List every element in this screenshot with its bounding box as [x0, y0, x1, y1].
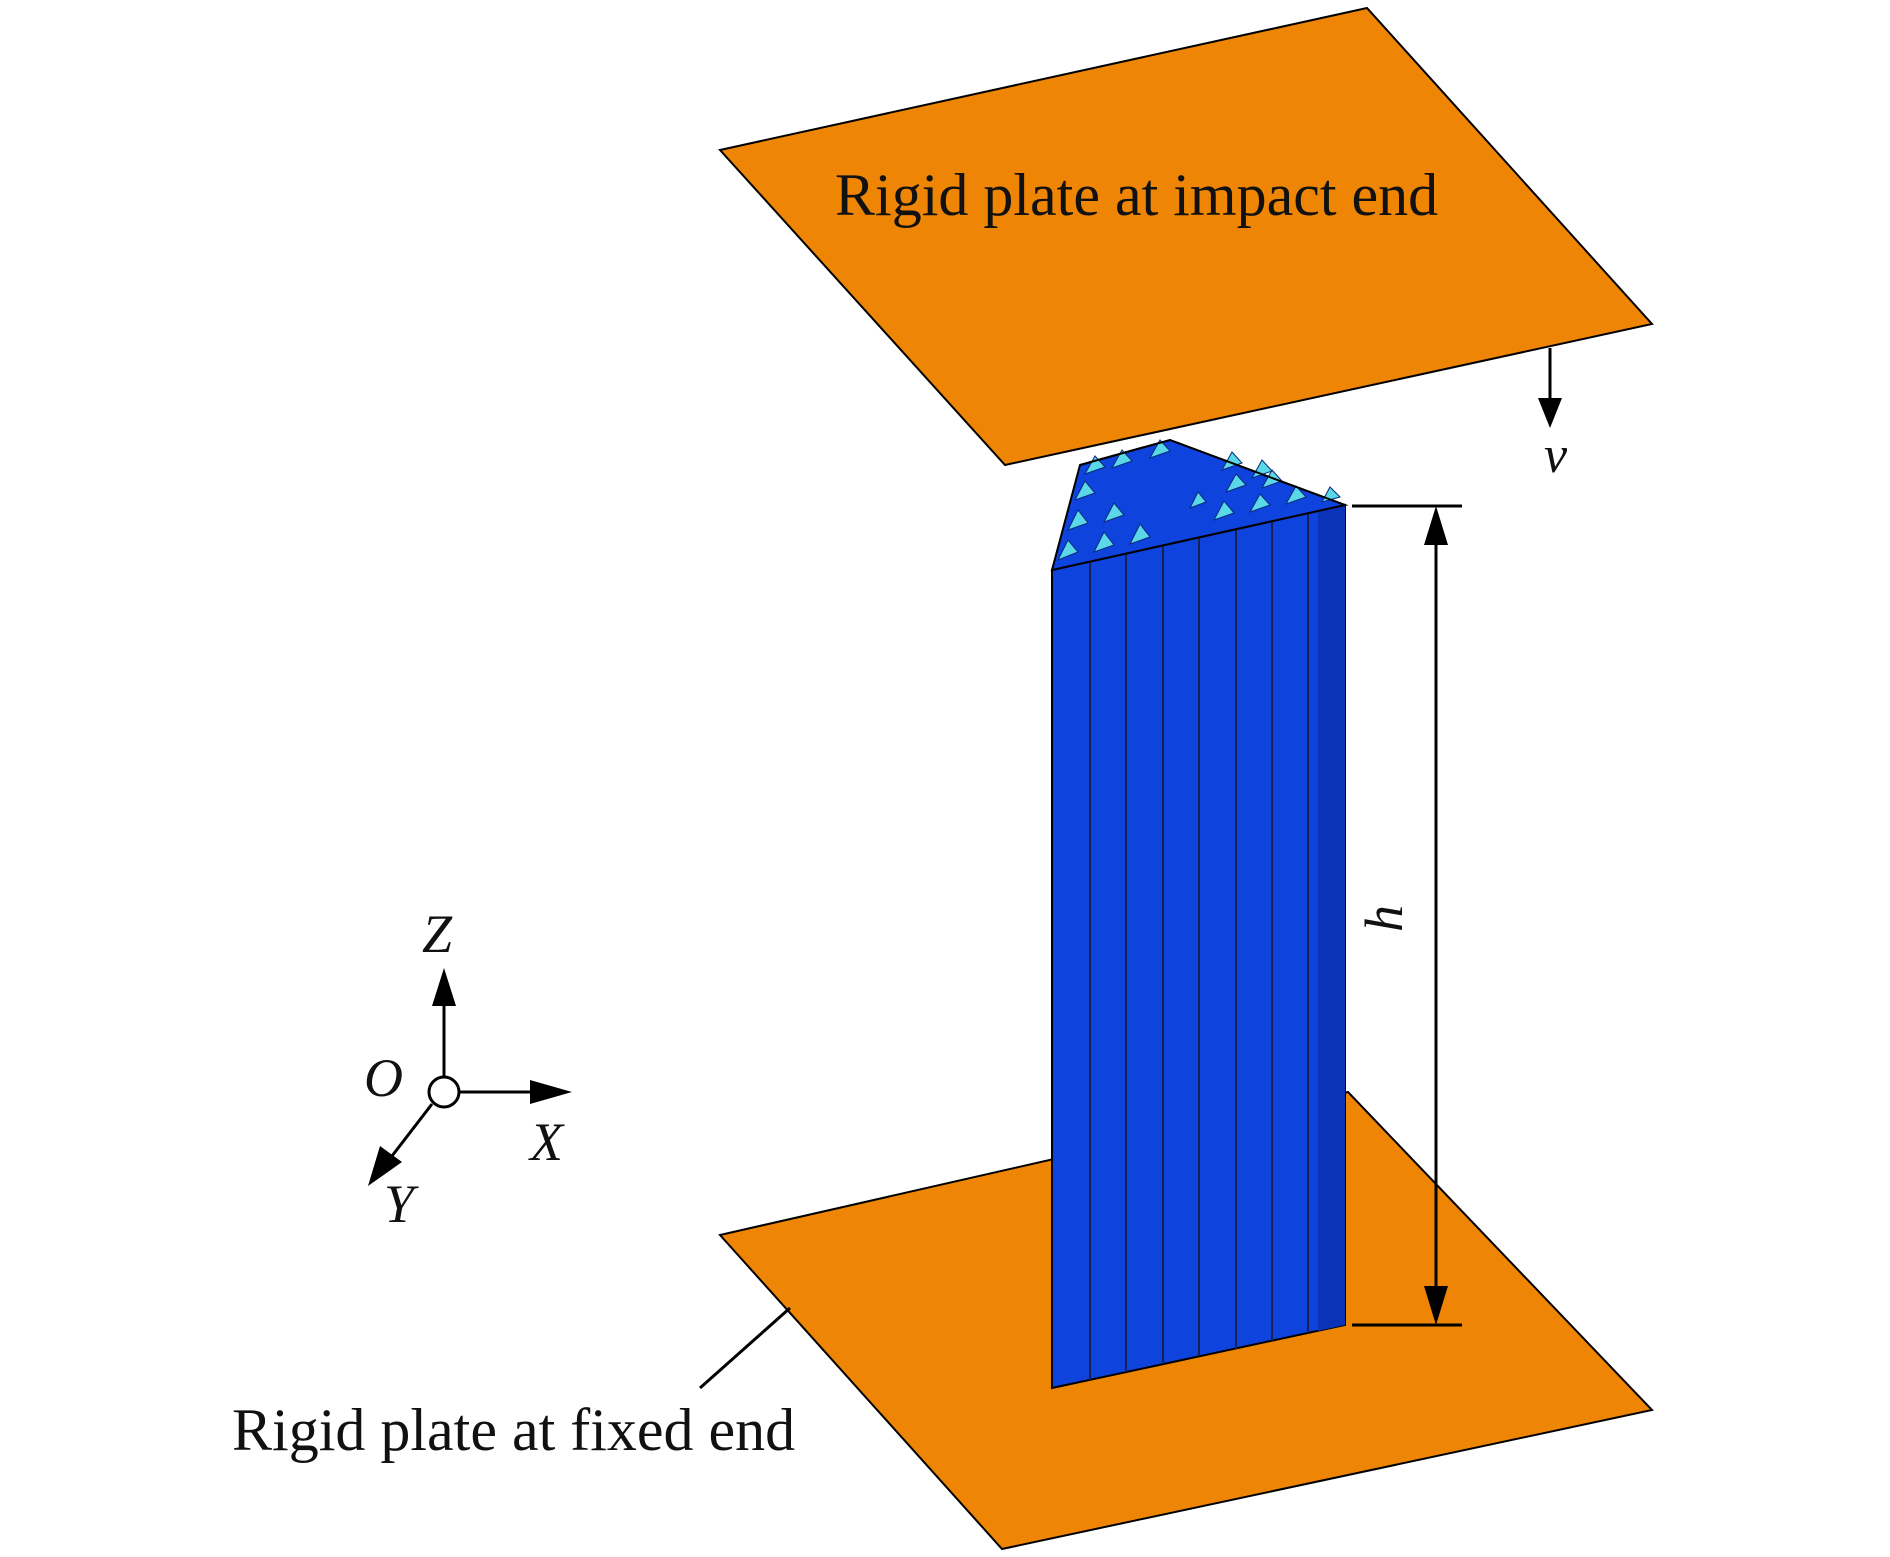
cell-triangle: [1102, 502, 1125, 523]
fractal-cells: [1056, 439, 1341, 561]
cell-triangle: [1260, 469, 1283, 489]
axis-z-label: Z: [422, 904, 453, 964]
cell-triangle: [1056, 539, 1079, 561]
cell-triangle: [1148, 439, 1171, 459]
cell-triangle: [1110, 449, 1133, 469]
top-plate-label: Rigid plate at impact end: [835, 162, 1438, 228]
height-dimension: [1352, 504, 1462, 1327]
y-axis-arrowhead: [368, 1146, 402, 1186]
cell-triangle: [1067, 509, 1089, 531]
cell-triangle: [1248, 493, 1271, 513]
cell-triangle: [1073, 480, 1096, 501]
axis-origin-label: O: [364, 1048, 403, 1108]
tube-column: [1050, 438, 1349, 1390]
cell-triangle: [1093, 531, 1115, 553]
bottom-plate-label: Rigid plate at fixed end: [232, 1397, 795, 1463]
coordinate-axes: [368, 968, 572, 1186]
fractal-outline: [1079, 438, 1346, 506]
cell-triangle: [1212, 500, 1235, 521]
bottom-plate-leader: [699, 1306, 791, 1390]
velocity-label: v: [1544, 427, 1568, 484]
velocity-arrow: [1538, 348, 1562, 428]
cell-triangle: [1284, 485, 1307, 505]
x-axis-arrowhead: [530, 1080, 572, 1104]
cell-triangle: [1129, 523, 1151, 545]
cell-triangle: [1188, 491, 1207, 509]
axis-x-label: X: [528, 1112, 565, 1172]
tube-edge-shade: [1318, 505, 1345, 1331]
cell-triangle: [1083, 455, 1106, 475]
z-axis-arrowhead: [432, 968, 456, 1006]
height-label: h: [1354, 905, 1414, 932]
top-rigid-plate: [718, 6, 1654, 467]
axis-y-label: Y: [384, 1174, 419, 1234]
y-axis-line: [390, 1103, 434, 1157]
cell-triangle: [1224, 473, 1247, 493]
origin-marker: [427, 1075, 461, 1109]
